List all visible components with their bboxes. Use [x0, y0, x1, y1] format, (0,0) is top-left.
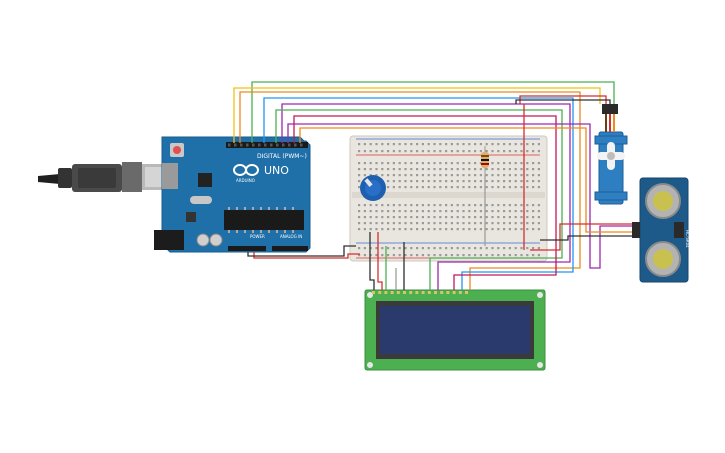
servo-motor[interactable]: [594, 104, 628, 205]
wire-green-mid: [275, 109, 563, 290]
wire-black-servo: [515, 99, 611, 104]
atmega-chip: [224, 210, 304, 230]
brand-name: ARDUINO: [236, 178, 255, 183]
arduino-logo-icon: [233, 164, 259, 176]
usb-cable[interactable]: [38, 162, 168, 192]
breadboard[interactable]: [349, 135, 548, 262]
wires[interactable]: [233, 81, 632, 290]
breadboard-holes[interactable]: [358, 143, 540, 257]
analog-pin-header[interactable]: [272, 246, 308, 251]
servo-connector[interactable]: [602, 104, 618, 114]
board-name: UNO: [264, 164, 289, 177]
wire-purple-sensor: [287, 123, 632, 269]
digital-pin-header[interactable]: [226, 142, 308, 148]
usb-port[interactable]: [162, 163, 178, 189]
wire-red-lcd: [377, 232, 383, 290]
sensor-pin-header[interactable]: [632, 222, 640, 238]
ultrasonic-sensor[interactable]: HC-SR04: [632, 177, 690, 283]
wire-magenta-top: [293, 115, 557, 290]
power-header-label: POWER: [250, 234, 265, 239]
resistor[interactable]: [481, 146, 489, 176]
lcd-16x2-display[interactable]: [364, 289, 546, 371]
wire-green-top: [251, 81, 615, 143]
wire-black-sensor: [540, 235, 632, 241]
wire-black-lcd2: [369, 232, 375, 290]
digital-header-label: DIGITAL (PWM~): [257, 153, 307, 160]
lcd-pin-header[interactable]: [372, 291, 468, 294]
servo-horn-icon[interactable]: [597, 142, 625, 170]
power-jack[interactable]: [154, 230, 184, 250]
wire-red-sensor: [530, 223, 632, 251]
potentiometer[interactable]: [360, 175, 386, 201]
lcd-screen: [380, 306, 530, 354]
usb-chip: [198, 173, 212, 187]
arduino-uno-board[interactable]: DIGITAL (PWM~) UNO ARDUINO POWER: [154, 136, 311, 253]
power-pin-header[interactable]: [228, 246, 266, 251]
analog-header-label: ANALOG IN: [280, 234, 302, 239]
crystal: [190, 196, 212, 204]
sensor-model-label: HC-SR04: [685, 230, 690, 248]
wire-orange-sensor: [299, 127, 632, 233]
wire-black-ground: [247, 245, 356, 257]
